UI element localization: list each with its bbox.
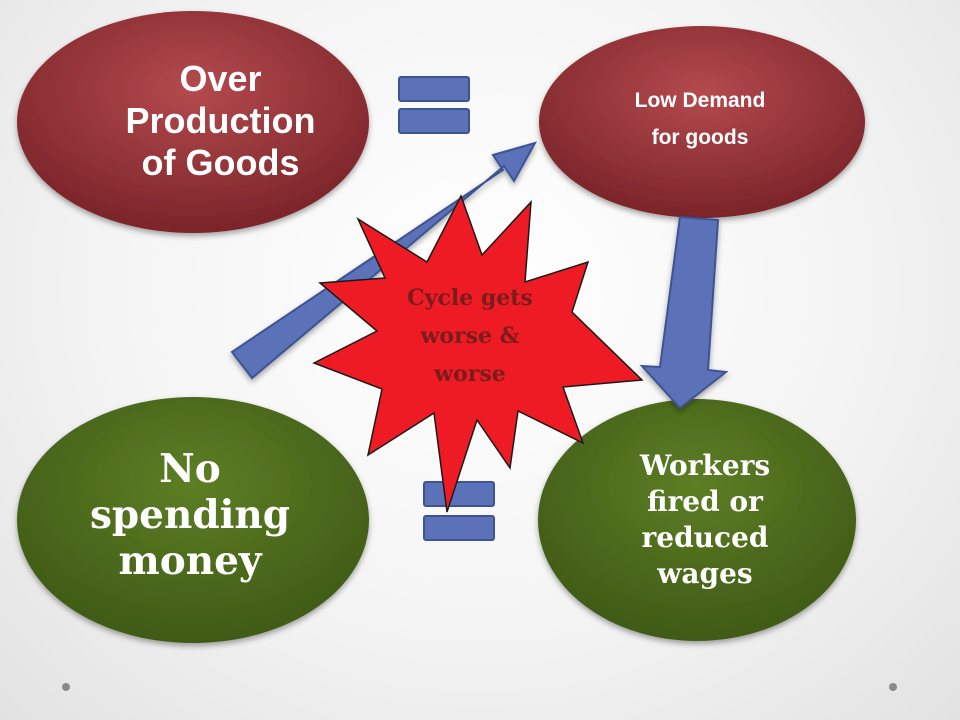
equals-sign-top bbox=[398, 76, 470, 134]
workers-fired-oval bbox=[538, 399, 856, 641]
over-production-oval bbox=[17, 11, 369, 233]
equals-sign-bottom bbox=[423, 481, 495, 541]
equals-bottom-bar-2 bbox=[423, 515, 495, 541]
cycle-starburst bbox=[312, 194, 644, 513]
equals-bottom-bar-1 bbox=[423, 481, 495, 507]
equals-top-bar-2 bbox=[398, 108, 470, 134]
low-demand-oval bbox=[539, 26, 865, 218]
slide-dot-left bbox=[62, 683, 70, 691]
no-spending-oval bbox=[17, 397, 369, 643]
no-spending-label: No spending money bbox=[89, 446, 291, 584]
low-demand-label: Low Demand for goods bbox=[634, 89, 766, 149]
arrow-down bbox=[639, 215, 729, 410]
over-production-label: Over Production of Goods bbox=[125, 57, 316, 183]
equals-top-bar-1 bbox=[398, 76, 470, 102]
workers-fired-label: Workers fired or reduced wages bbox=[639, 449, 771, 590]
cycle-burst-label: Cycle gets worse & worse bbox=[407, 284, 533, 387]
slide-dot-right bbox=[889, 683, 897, 691]
